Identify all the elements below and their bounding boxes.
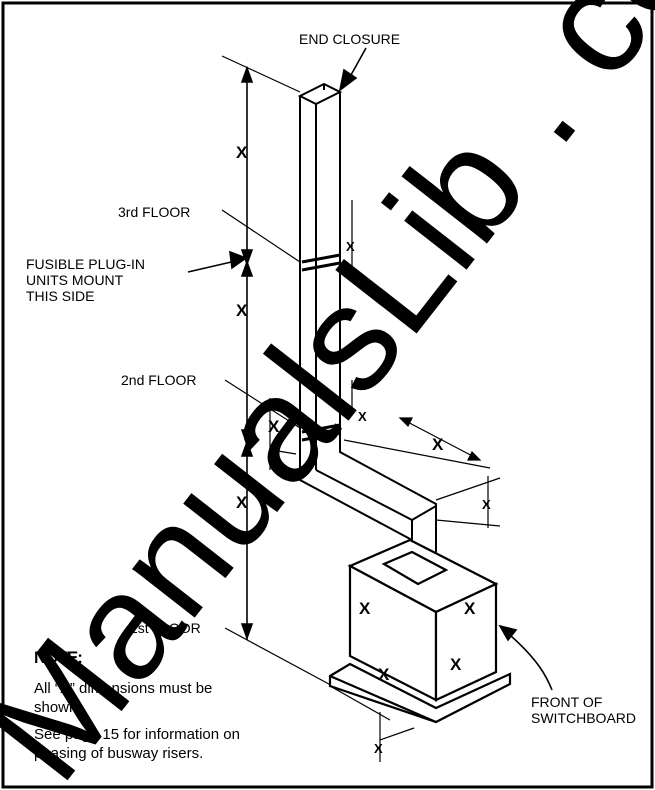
front-of-label: FRONT OF bbox=[531, 694, 603, 710]
dim-x-base-height: X bbox=[374, 741, 383, 756]
dim-x-lower: X bbox=[236, 493, 248, 512]
end-closure-label: END CLOSURE bbox=[299, 31, 401, 47]
right-dimension-lines bbox=[269, 200, 501, 762]
note-line-4: phasing of busway risers. bbox=[34, 745, 204, 762]
dim-x-horizontal-run: X bbox=[432, 435, 444, 454]
second-floor-label: 2nd FLOOR bbox=[121, 372, 197, 388]
busway-horizontal-run bbox=[299, 440, 437, 541]
dim-x-base-left: X bbox=[378, 665, 390, 684]
dim-x-middle: X bbox=[236, 301, 248, 320]
floor-dimension-line bbox=[240, 65, 254, 641]
floor-bands bbox=[301, 253, 341, 442]
leader-arrows bbox=[187, 47, 553, 691]
note-line-3: See page 15 for information on bbox=[34, 726, 240, 743]
extension-lines bbox=[221, 55, 341, 691]
dim-x-third-floor-offset: X bbox=[346, 239, 355, 254]
dim-x-elbow-vertical: X bbox=[268, 417, 280, 436]
switchboard-label: SWITCHBOARD bbox=[531, 710, 636, 726]
dim-x-run-height: X bbox=[482, 497, 491, 512]
note-line-1: All “X” dimensions must be bbox=[34, 680, 213, 697]
switchboard bbox=[328, 538, 512, 724]
dim-x-switchboard-right: X bbox=[464, 599, 476, 618]
dim-x-base-right: X bbox=[450, 655, 462, 674]
fusible-label-line2: UNITS MOUNT bbox=[26, 272, 124, 288]
dim-x-second-floor-offset: X bbox=[358, 409, 367, 424]
busway-riser bbox=[297, 82, 343, 470]
note-title: NOTE: bbox=[34, 648, 83, 667]
fusible-label-line3: THIS SIDE bbox=[26, 288, 95, 304]
note-line-2: shown. bbox=[34, 699, 82, 716]
first-floor-label: 1st FLOOR bbox=[130, 620, 201, 636]
dim-x-switchboard-left: X bbox=[359, 599, 371, 618]
dim-x-top: X bbox=[236, 143, 248, 162]
fusible-label-line1: FUSIBLE PLUG-IN bbox=[26, 256, 146, 272]
third-floor-label: 3rd FLOOR bbox=[118, 204, 191, 220]
